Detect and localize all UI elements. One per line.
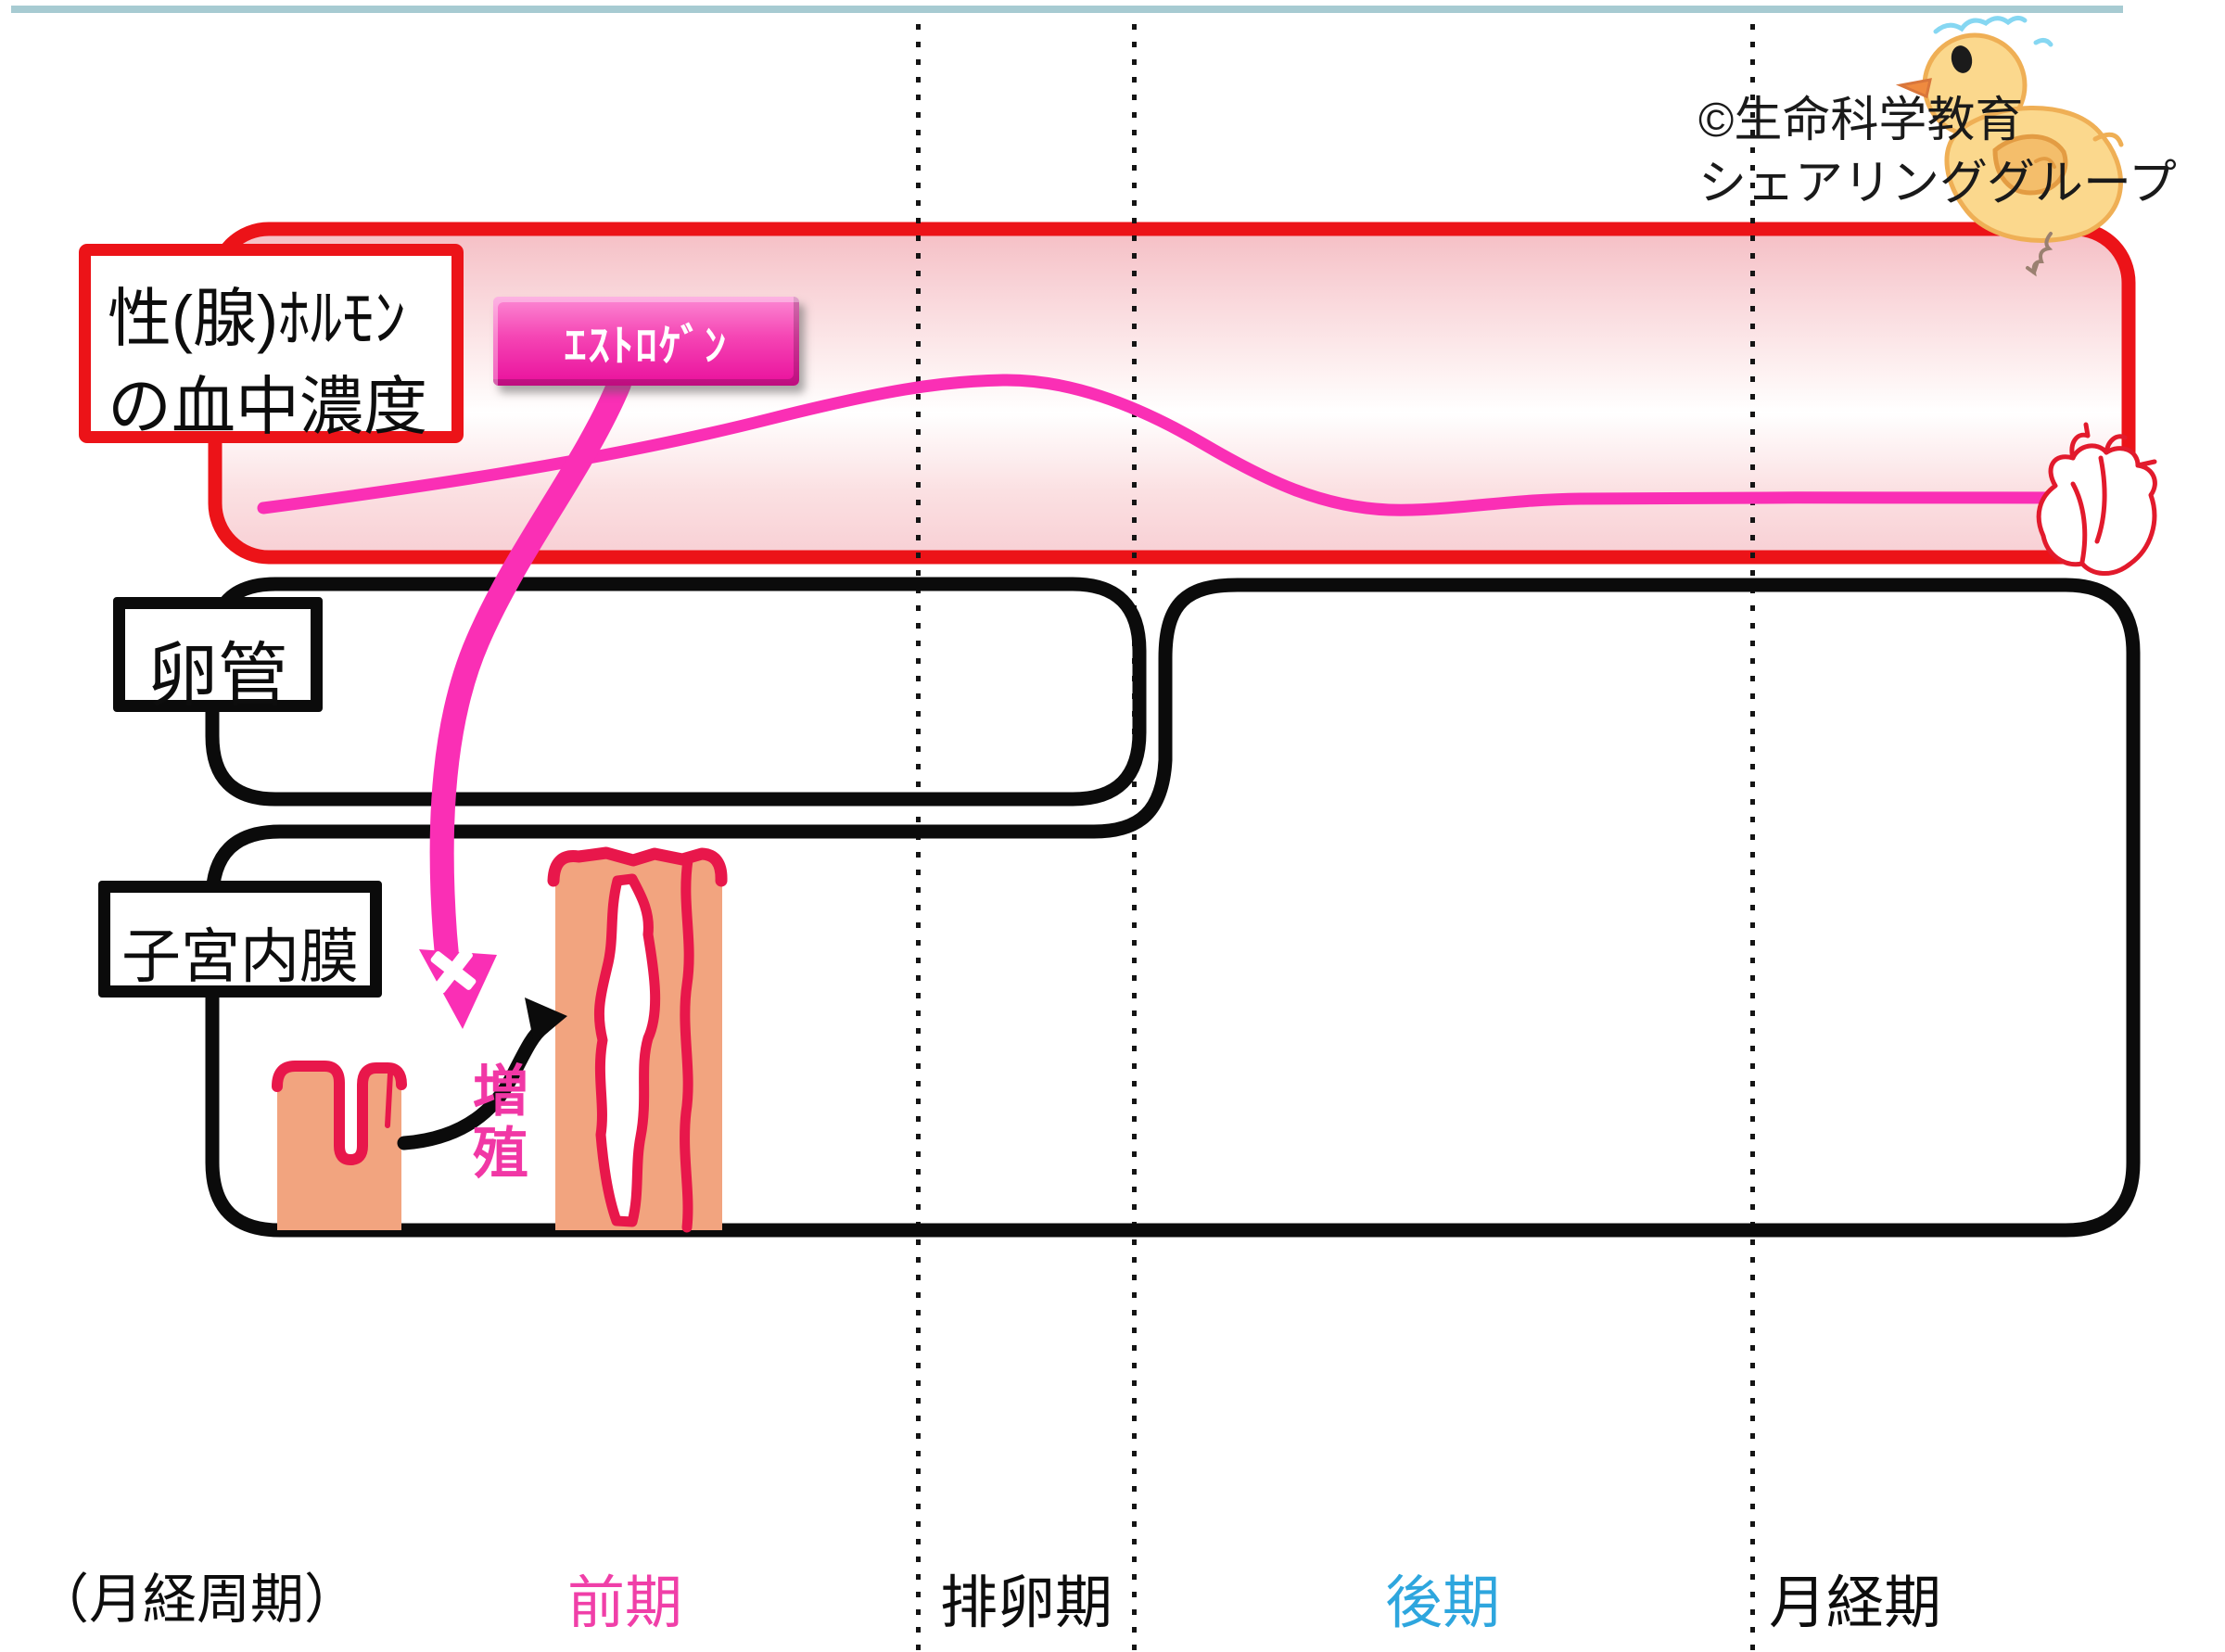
inhibit-cross-icon [430,947,477,994]
endometrium-label-box: 子宮内膜 [98,881,382,998]
chick-illustration [1895,15,2124,277]
uterus-outline [205,578,2141,1238]
hormone-title-box: 性(腺)ﾎﾙﾓﾝ の血中濃度 [79,244,464,443]
top-teal-strip [11,6,2123,13]
proliferation-arrow [397,998,567,1150]
phase-divider-line-2 [1132,24,1137,1652]
estrogen-badge-text: ｴｽﾄﾛｹﾞﾝ [564,320,729,370]
estrogen-badge: ｴｽﾄﾛｹﾞﾝ [493,297,799,386]
phase-label-menstrual: 月経期 [1769,1571,1942,1635]
phase-label-early: 前期 [567,1571,683,1635]
endometrium-thin-drawing [272,1061,407,1230]
estrogen-action-arrow [419,372,631,1029]
endometrium-label-text: 子宮内膜 [121,923,359,990]
phase-label-late: 後期 [1385,1571,1501,1635]
copyright-line1: ©生命科学教育 [1698,94,2024,147]
oviduct-label-box: 卵管 [113,597,323,716]
copyright-line2: シェアリンググループ [1698,157,2177,210]
cycle-axis-caption: （月経周期） [35,1569,359,1630]
heart-icon [2036,422,2157,576]
oviduct-outline [205,577,1147,807]
phase-label-ovulation: 排卵期 [940,1571,1113,1635]
oviduct-label-text: 卵管 [147,637,288,716]
hormone-title-line2: の血中濃度 [108,371,427,443]
phase-divider-line-3 [1750,24,1755,1652]
proliferation-label: 増 殖 [473,1061,528,1186]
estrogen-curve [257,374,2098,516]
hormone-title-line1: 性(腺)ﾎﾙﾓﾝ [108,283,406,354]
endometrium-thick-drawing [547,846,728,1233]
